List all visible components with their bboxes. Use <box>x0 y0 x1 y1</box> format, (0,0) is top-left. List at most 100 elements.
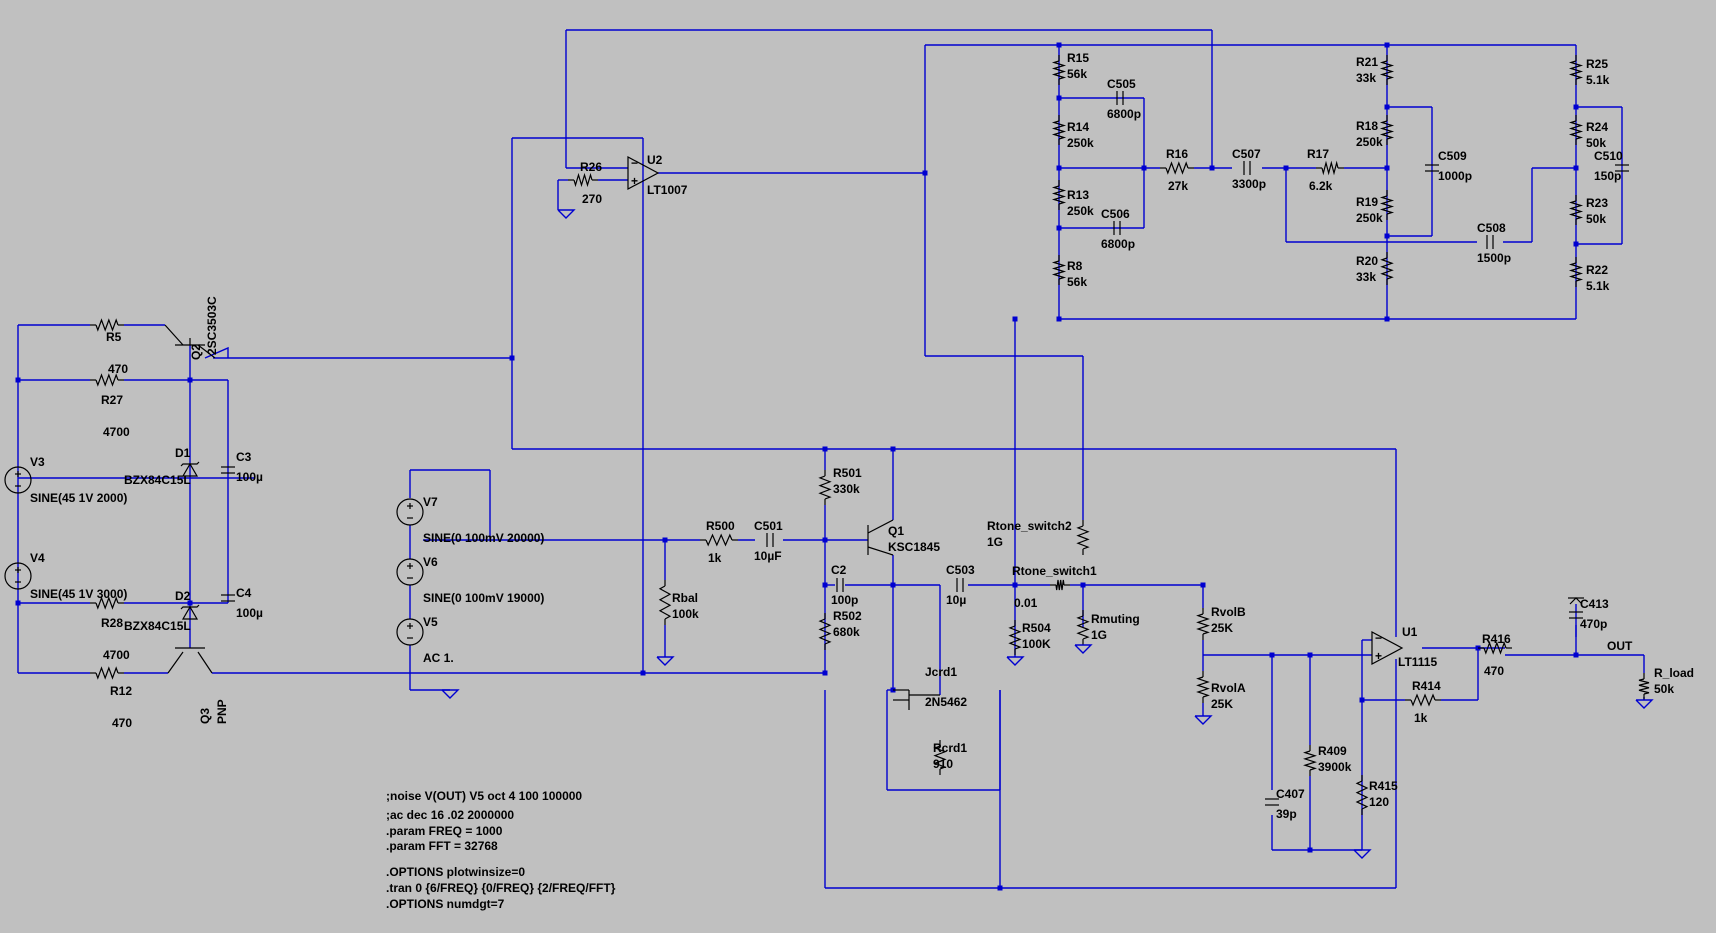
junction-dot <box>1012 582 1018 588</box>
r25-resistor <box>1568 55 1584 85</box>
c507-name: C507 <box>1232 147 1261 161</box>
junction-dot <box>15 600 21 606</box>
r-load-value: 50k <box>1654 682 1674 696</box>
r27-resistor <box>90 373 124 387</box>
u1-name: U1 <box>1402 625 1418 639</box>
r23-value: 50k <box>1586 212 1606 226</box>
r416-value: 470 <box>1484 664 1504 678</box>
r19-resistor <box>1379 190 1395 220</box>
rbal-value: 100k <box>672 607 699 621</box>
jcrd1-name: Jcrd1 <box>925 665 957 679</box>
r504-resistor <box>1008 620 1022 655</box>
junction-dot <box>640 670 646 676</box>
r18-value: 250k <box>1356 135 1383 149</box>
c2-value: 100p <box>831 593 858 607</box>
junction-dot <box>1384 233 1390 239</box>
junction-dot <box>822 582 828 588</box>
r12-value: 470 <box>112 716 132 730</box>
c506-value: 6800p <box>1101 237 1135 251</box>
junction-dot <box>1573 652 1579 658</box>
c509-value: 1000p <box>1438 169 1472 183</box>
u1-value: LT1115 <box>1398 655 1437 669</box>
r414-value: 1k <box>1414 711 1428 725</box>
junction-dot <box>890 446 896 452</box>
c413-capacitor <box>1569 611 1583 619</box>
c505-capacitor <box>1116 91 1124 105</box>
r24-name: R24 <box>1586 120 1608 134</box>
junction-dot <box>1359 697 1365 703</box>
junction-dot <box>1209 165 1215 171</box>
r16-value: 27k <box>1168 179 1188 193</box>
junction-dot <box>1056 42 1062 48</box>
r501-value: 330k <box>833 482 860 496</box>
r502-value: 680k <box>833 625 860 639</box>
junction-dot <box>1573 165 1579 171</box>
d1-zener-diode <box>180 461 200 477</box>
d2-zener-diode <box>180 604 200 620</box>
c510-capacitor <box>1615 164 1629 172</box>
c505-name: C505 <box>1107 77 1136 91</box>
d1-name: D1 <box>175 446 191 460</box>
c501-name: C501 <box>754 519 783 533</box>
junction-dot <box>822 670 828 676</box>
c407-value: 39p <box>1276 807 1297 821</box>
d1-value: BZX84C15L <box>124 473 191 487</box>
r21-value: 33k <box>1356 71 1376 85</box>
r500-resistor <box>700 533 738 547</box>
r13-name: R13 <box>1067 188 1089 202</box>
c407-name: C407 <box>1276 787 1305 801</box>
r16-name: R16 <box>1166 147 1188 161</box>
ground-symbol <box>441 689 460 699</box>
junction-dot <box>1269 652 1275 658</box>
r28-value: 4700 <box>103 648 130 662</box>
r18-resistor <box>1379 115 1395 145</box>
r5-name: R5 <box>106 330 122 344</box>
d2-name: D2 <box>175 589 191 603</box>
rmuting-name: Rmuting <box>1091 612 1140 626</box>
q2-name: Q2 <box>189 344 203 360</box>
jcrd1-jfet <box>893 689 940 710</box>
r5-resistor <box>90 318 124 332</box>
r17-value: 6.2k <box>1309 179 1333 193</box>
ground-symbol <box>1006 656 1025 666</box>
rtone-switch2-name: Rtone_switch2 <box>987 519 1072 533</box>
q3-value: PNP <box>215 699 229 724</box>
rmuting-value: 1G <box>1091 628 1107 642</box>
junction-dot <box>1384 316 1390 322</box>
r27-value: 4700 <box>103 425 130 439</box>
u1-opamp: −+ <box>1371 631 1404 665</box>
rcrd1-value: 910 <box>933 757 953 771</box>
r14-value: 250k <box>1067 136 1094 150</box>
junction-dot <box>509 355 515 361</box>
r26-resistor <box>568 172 598 188</box>
q2-value: 2SC3503C <box>205 296 219 355</box>
r14-resistor <box>1051 115 1067 145</box>
q2-transistor <box>164 324 216 359</box>
v6-value: SINE(0 100mV 19000) <box>423 591 544 605</box>
r25-value: 5.1k <box>1586 73 1610 87</box>
junction-dot <box>15 377 21 383</box>
svg-text:−: − <box>631 156 638 170</box>
junction-dot <box>187 600 193 606</box>
r21-resistor <box>1379 55 1395 85</box>
r28-name: R28 <box>101 616 123 630</box>
junction-dot <box>187 377 193 383</box>
junction-dot <box>1384 42 1390 48</box>
svg-text:−: − <box>1375 631 1382 645</box>
r8-name: R8 <box>1067 259 1083 273</box>
v7-value: SINE(0 100mV 20000) <box>423 531 544 545</box>
rtone-switch2-resistor <box>1076 520 1090 555</box>
r409-name: R409 <box>1318 744 1347 758</box>
v3-name: V3 <box>30 455 45 469</box>
v4-value: SINE(45 1V 3000) <box>30 587 127 601</box>
rcrd1-name: Rcrd1 <box>933 741 967 755</box>
c3-capacitor <box>221 466 235 474</box>
junction-dot <box>1141 165 1147 171</box>
rtone-switch1-resistor <box>1050 579 1070 591</box>
v7-name: V7 <box>423 495 438 509</box>
r26-name: R26 <box>580 160 602 174</box>
junction-dot <box>1307 847 1313 853</box>
c506-name: C506 <box>1101 207 1130 221</box>
u2-opamp: −+ <box>627 156 660 190</box>
r414-name: R414 <box>1412 679 1441 693</box>
